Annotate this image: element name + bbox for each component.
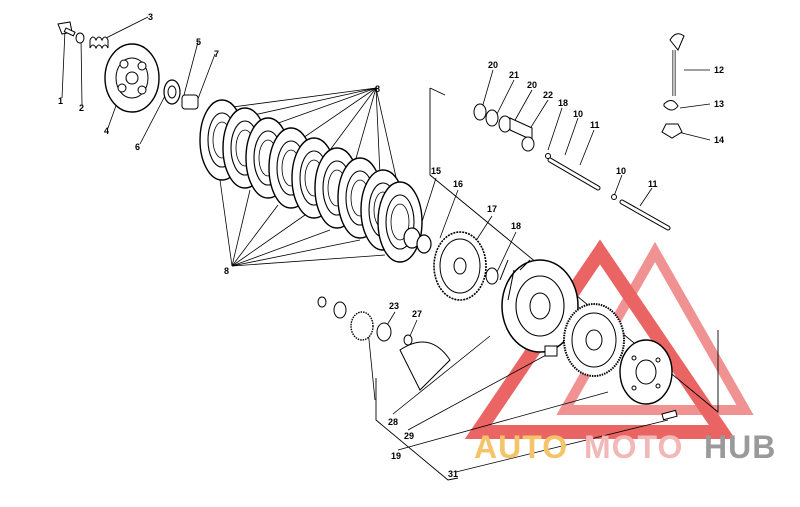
label-21: 21 <box>509 70 519 80</box>
label-6: 6 <box>135 142 140 152</box>
label-10-top: 10 <box>573 109 583 119</box>
label-13: 13 <box>714 99 724 109</box>
label-1: 1 <box>58 96 63 106</box>
part-spring <box>89 36 109 50</box>
label-23: 23 <box>389 301 399 311</box>
label-3: 3 <box>148 12 153 22</box>
watermark-moto: MOTO <box>584 429 683 465</box>
label-4: 4 <box>104 126 109 136</box>
watermark-logo: AUTO MOTO HUB <box>474 429 776 465</box>
label-16: 16 <box>453 179 463 189</box>
part-pressure-plate <box>104 43 160 113</box>
label-28: 28 <box>388 417 398 427</box>
label-11-mid: 11 <box>648 179 658 189</box>
part-pushrod-cap <box>181 94 199 110</box>
part-starter-ring-gear <box>563 303 625 377</box>
label-8-top: 8 <box>375 84 380 94</box>
part-back-plate <box>619 339 673 405</box>
label-17: 17 <box>487 204 497 214</box>
label-18-top: 18 <box>558 98 568 108</box>
part-shaft-assembly <box>473 103 671 231</box>
clutch-disc-stack <box>199 99 423 263</box>
label-22: 22 <box>543 90 553 100</box>
part-bleed-valve <box>661 33 685 139</box>
part-primary-gears <box>317 296 558 391</box>
label-7: 7 <box>214 49 219 59</box>
label-29: 29 <box>404 431 414 441</box>
label-27: 27 <box>412 309 422 319</box>
part-washer <box>75 32 85 44</box>
label-11-top: 11 <box>590 120 600 130</box>
label-20-a: 20 <box>488 60 498 70</box>
label-12: 12 <box>714 65 724 75</box>
label-14: 14 <box>714 135 724 145</box>
label-5: 5 <box>196 37 201 47</box>
label-15: 15 <box>431 166 441 176</box>
part-screw <box>661 409 678 421</box>
label-2: 2 <box>79 103 84 113</box>
part-bolt <box>57 21 76 37</box>
watermark-hub: HUB <box>704 429 776 465</box>
part-gear-plate <box>433 231 487 301</box>
leader-lines <box>61 16 711 473</box>
label-10-mid: 10 <box>616 166 626 176</box>
label-20-b: 20 <box>527 80 537 90</box>
label-19: 19 <box>391 451 401 461</box>
label-18-mid: 18 <box>511 221 521 231</box>
label-8-bottom: 8 <box>224 266 229 276</box>
part-clutch-housing <box>499 259 579 353</box>
part-labels: 1 2 3 4 5 6 7 8 8 20 21 20 22 18 10 11 1… <box>58 12 724 479</box>
watermark-auto: AUTO <box>474 429 568 465</box>
label-31: 31 <box>448 469 458 479</box>
part-washer-18 <box>485 267 499 285</box>
